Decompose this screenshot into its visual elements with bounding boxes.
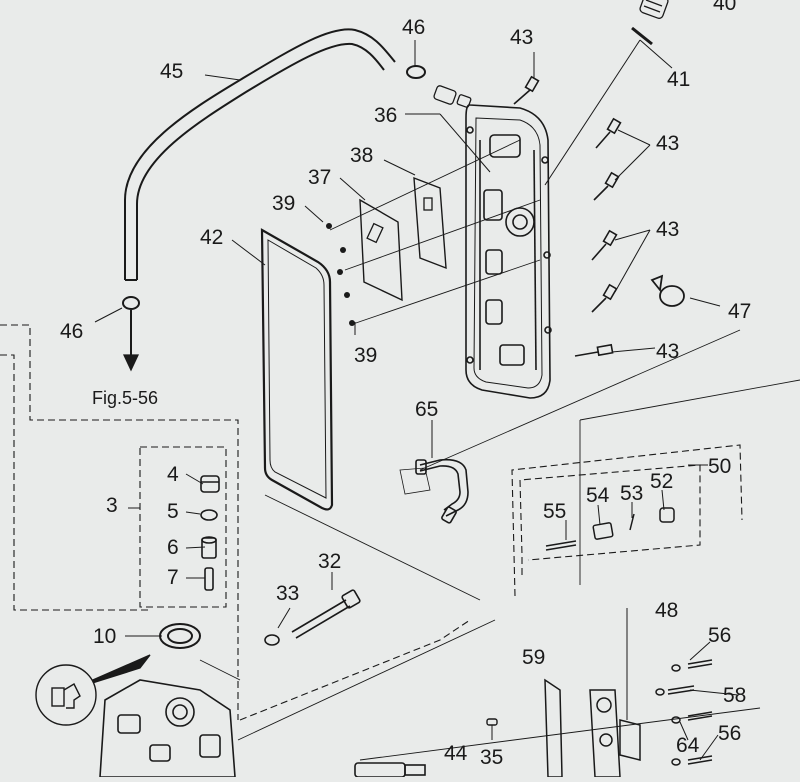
sensor-44 — [354, 762, 426, 778]
callout-48: 48 — [655, 599, 678, 622]
bolts-43 — [513, 75, 622, 357]
bottom-right-parts — [544, 659, 713, 778]
callout-10: 10 — [93, 625, 116, 648]
oil-seal-10 — [159, 623, 201, 649]
callout-43-middle: 43 — [656, 218, 679, 241]
callout-56-top: 56 — [708, 624, 731, 647]
callout-50: 50 — [708, 455, 731, 478]
arrow-down-icon — [122, 354, 140, 372]
callout-43-top: 43 — [510, 26, 533, 49]
group-boundaries — [0, 324, 743, 721]
part-group-3 — [200, 475, 220, 591]
callout-46-bottom: 46 — [60, 320, 83, 343]
callout-4: 4 — [167, 463, 179, 486]
figure-reference: Fig.5-56 — [92, 388, 158, 408]
cover-gasket — [260, 228, 334, 511]
callout-43-upper: 43 — [656, 132, 679, 155]
callout-40: 40 — [713, 0, 736, 15]
inspection-icon — [35, 664, 97, 726]
callout-32: 32 — [318, 550, 341, 573]
callout-42: 42 — [200, 226, 223, 249]
engine-block — [99, 679, 236, 778]
callout-55: 55 — [543, 500, 566, 523]
callout-56-bottom: 56 — [718, 722, 741, 745]
callout-45: 45 — [160, 60, 183, 83]
callout-65: 65 — [415, 398, 438, 421]
callout-39-bottom: 39 — [354, 344, 377, 367]
callout-6: 6 — [167, 536, 179, 559]
callout-5: 5 — [167, 500, 179, 523]
callout-35: 35 — [480, 746, 503, 769]
hose-fitting-36 — [433, 85, 472, 108]
leader-lines — [94, 39, 739, 761]
callout-59: 59 — [522, 646, 545, 669]
callout-43-lower: 43 — [656, 340, 679, 363]
callout-3: 3 — [106, 494, 118, 517]
callout-52: 52 — [650, 470, 673, 493]
callout-44: 44 — [444, 742, 468, 765]
callout-labels: 45 46 43 40 41 36 43 38 37 39 42 43 47 4… — [60, 0, 751, 769]
baffle-plate-37 — [359, 198, 403, 302]
callout-7: 7 — [167, 566, 179, 589]
callout-46-top: 46 — [402, 16, 425, 39]
callout-36: 36 — [374, 104, 397, 127]
washer-33 — [264, 634, 280, 646]
breather-hose — [124, 28, 396, 281]
callout-39-top: 39 — [272, 192, 295, 215]
callout-33: 33 — [276, 582, 299, 605]
o-ring-46-top — [406, 65, 426, 79]
seal-41 — [631, 26, 653, 46]
bolt-32 — [291, 589, 361, 639]
dowel-35 — [486, 718, 498, 726]
part-group-50 — [545, 507, 675, 551]
pipe-65 — [399, 458, 469, 524]
callout-54: 54 — [586, 484, 610, 507]
callout-41: 41 — [667, 68, 690, 91]
baffle-plate-38 — [413, 176, 447, 270]
callout-38: 38 — [350, 144, 373, 167]
callout-64: 64 — [676, 734, 700, 757]
callout-47: 47 — [728, 300, 751, 323]
extension-lines — [199, 139, 800, 761]
o-ring-46-bottom — [122, 296, 140, 310]
callout-37: 37 — [308, 166, 331, 189]
hose-clamp-47 — [650, 274, 685, 307]
cylinder-head-cover — [465, 104, 552, 399]
screws-39 — [326, 223, 355, 326]
filter-40 — [639, 0, 669, 19]
callout-58: 58 — [723, 684, 746, 707]
callout-53: 53 — [620, 482, 643, 505]
